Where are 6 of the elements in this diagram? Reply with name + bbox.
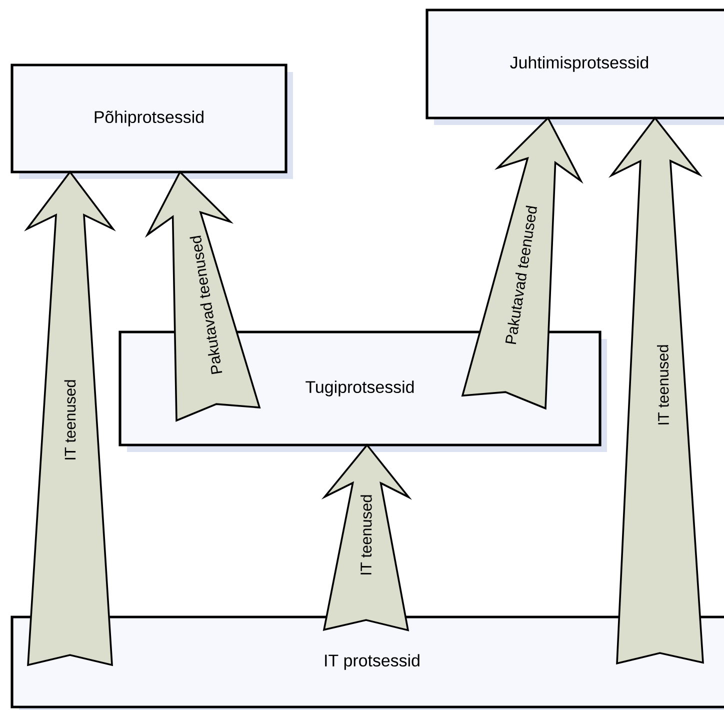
process-box: Põhiprotsessid: [10, 64, 293, 179]
process-box: Juhtimisprotsessid: [426, 8, 724, 125]
block-arrow: [321, 444, 412, 632]
block-arrow: [24, 170, 116, 666]
edge-label: IT teenused: [63, 378, 77, 462]
edge-label: IT teenused: [359, 493, 373, 577]
